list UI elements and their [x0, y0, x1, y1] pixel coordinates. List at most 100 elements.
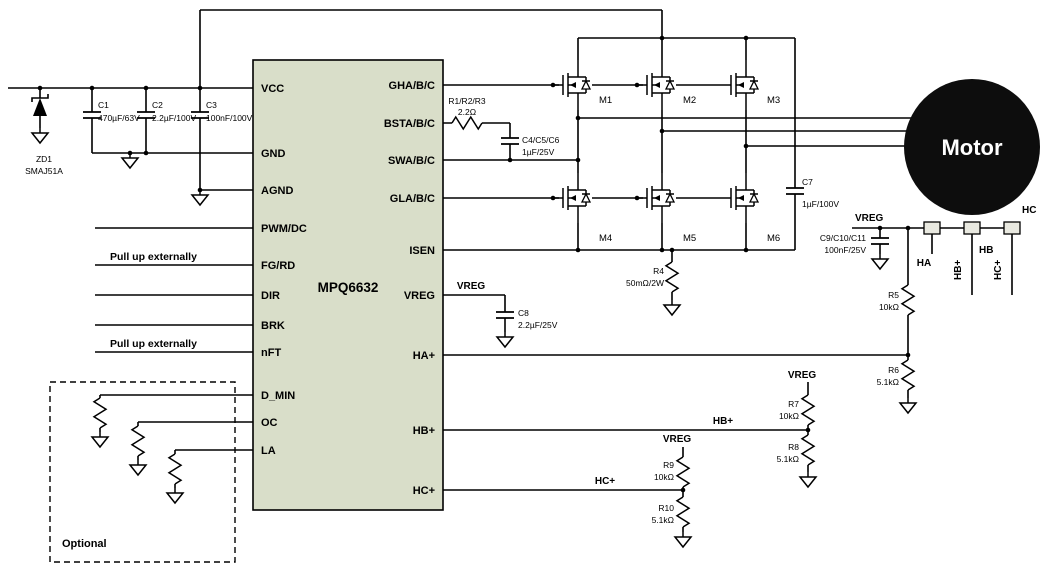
hall-sensor-hb [963, 221, 981, 235]
net-label-vreg-r9: VREG [663, 434, 692, 445]
net-label-vreg-pin: VREG [457, 281, 486, 292]
resistor-r9 [676, 456, 690, 488]
resistor-r4 [665, 261, 679, 293]
hall-sensor-hc [1003, 221, 1021, 235]
hall-label-ha: HA [917, 258, 931, 269]
part-value-r6: 5.1kΩ [877, 377, 899, 387]
mosfet-label-m2: M2 [683, 95, 696, 106]
mosfet-label-m5: M5 [683, 233, 696, 244]
part-value-c8: 2.2µF/25V [518, 320, 558, 330]
pin-label-ha-plus: HA+ [413, 350, 435, 362]
ground-symbol [31, 127, 49, 144]
part-value-c9c10c11: 100nF/25V [824, 245, 866, 255]
hall-and-pullup-wires [443, 227, 1020, 532]
pin-label-brk: BRK [261, 320, 285, 332]
resistor-r1r2r3 [451, 116, 483, 130]
note-pull-up-fg: Pull up externally [110, 251, 197, 263]
resistor-r6 [901, 359, 915, 391]
part-value-c2: 2.2µF/100V [152, 113, 196, 123]
motor-label: Motor [941, 135, 1003, 160]
hall-label-hc: HC [1022, 205, 1036, 216]
resistor-dmin [93, 397, 107, 429]
mosfet-label-m3: M3 [767, 95, 780, 106]
part-ref-c2: C2 [152, 100, 163, 110]
net-label-vreg-r7: VREG [788, 370, 817, 381]
part-ref-r4: R4 [653, 266, 664, 276]
part-ref-c8: C8 [518, 308, 529, 318]
mosfet-m1 [552, 59, 593, 111]
part-labels: ZD1 SMAJ51A C1 470µF/63V C2 2.2µF/100V C… [25, 96, 899, 525]
motor-body [904, 79, 1040, 215]
pin-label-hc-plus: HC+ [413, 485, 435, 497]
net-label-hc-plus-wire: HC+ [595, 476, 615, 487]
pin-label-oc: OC [261, 417, 278, 429]
part-ref-c9c10c11: C9/C10/C11 [820, 233, 866, 243]
resistor-r8 [801, 434, 815, 466]
net-label-hb-plus-vertical: HB+ [953, 260, 964, 280]
optional-box [49, 381, 236, 563]
net-label-hc-plus-vertical: HC+ [993, 260, 1004, 280]
pin-label-isen: ISEN [409, 245, 435, 257]
pin-label-pwm-dc: PWM/DC [261, 223, 307, 235]
part-value-r8: 5.1kΩ [777, 454, 799, 464]
pin-label-fg-rd: FG/RD [261, 260, 295, 272]
ground-symbol [91, 431, 109, 448]
net-label-vreg-hall: VREG [855, 213, 884, 224]
part-value-r4: 50mΩ/2W [626, 278, 664, 288]
part-value-r7: 10kΩ [779, 411, 799, 421]
part-value-r9: 10kΩ [654, 472, 674, 482]
part-value-r10: 5.1kΩ [652, 515, 674, 525]
zener-bar [31, 94, 49, 102]
ic-left-pin-labels: VCC GND AGND PWM/DC FG/RD DIR BRK nFT D_… [261, 83, 307, 457]
ground-symbol [899, 397, 917, 414]
mosfet-label-m1: M1 [599, 95, 612, 106]
hall-sensor-ha [923, 221, 941, 235]
capacitor-c4c5c6 [500, 137, 520, 145]
part-value-c3: 100nF/100V [206, 113, 253, 123]
part-ref-zd1: ZD1 [36, 154, 52, 164]
capacitor-c9c10c11 [870, 237, 890, 245]
part-value-zd1: SMAJ51A [25, 166, 63, 176]
ground-symbol [799, 471, 817, 488]
part-value-r1r2r3: 2.2Ω [458, 107, 476, 117]
bridge-section-wires [443, 37, 950, 332]
part-ref-c7: C7 [802, 177, 813, 187]
mosfet-label-m4: M4 [599, 233, 612, 244]
pin-label-nft: nFT [261, 347, 281, 359]
part-ref-r1r2r3: R1/R2/R3 [448, 96, 486, 106]
part-ref-r9: R9 [663, 460, 674, 470]
net-labels: Pull up externally Pull up externally VR… [110, 205, 1036, 487]
part-ref-r5: R5 [888, 290, 899, 300]
input-section-wires [8, 9, 663, 488]
mosfet-m6 [720, 172, 761, 224]
wire [443, 37, 950, 332]
ground-symbol [129, 459, 147, 476]
junction-dots [37, 35, 911, 493]
zener-diode-zd1 [31, 94, 49, 116]
part-ref-c3: C3 [206, 100, 217, 110]
part-ref-r6: R6 [888, 365, 899, 375]
part-value-c4c5c6: 1µF/25V [522, 147, 555, 157]
ground-symbol [663, 299, 681, 316]
pin-label-gnd: GND [261, 148, 286, 160]
resistor-r7 [801, 394, 815, 426]
resistor-oc [131, 425, 145, 457]
mosfet-m2 [636, 59, 677, 111]
mosfet-m4 [552, 172, 593, 224]
pin-label-gla-b-c: GLA/B/C [390, 193, 435, 205]
pin-label-la: LA [261, 445, 276, 457]
ic-right-pin-labels: GHA/B/C BSTA/B/C SWA/B/C GLA/B/C ISEN VR… [384, 80, 435, 497]
ic-name: MPQ6632 [318, 280, 379, 295]
capacitor-c8 [495, 311, 515, 319]
zener-triangle [33, 98, 47, 116]
part-ref-c1: C1 [98, 100, 109, 110]
ground-symbol [166, 487, 184, 504]
pin-label-swa-b-c: SWA/B/C [388, 155, 435, 167]
part-ref-r10: R10 [658, 503, 674, 513]
resistor-r10 [676, 496, 690, 528]
pin-label-vreg: VREG [404, 290, 435, 302]
mosfet-label-m6: M6 [767, 233, 780, 244]
ground-symbol [871, 253, 889, 270]
part-value-r5: 10kΩ [879, 302, 899, 312]
